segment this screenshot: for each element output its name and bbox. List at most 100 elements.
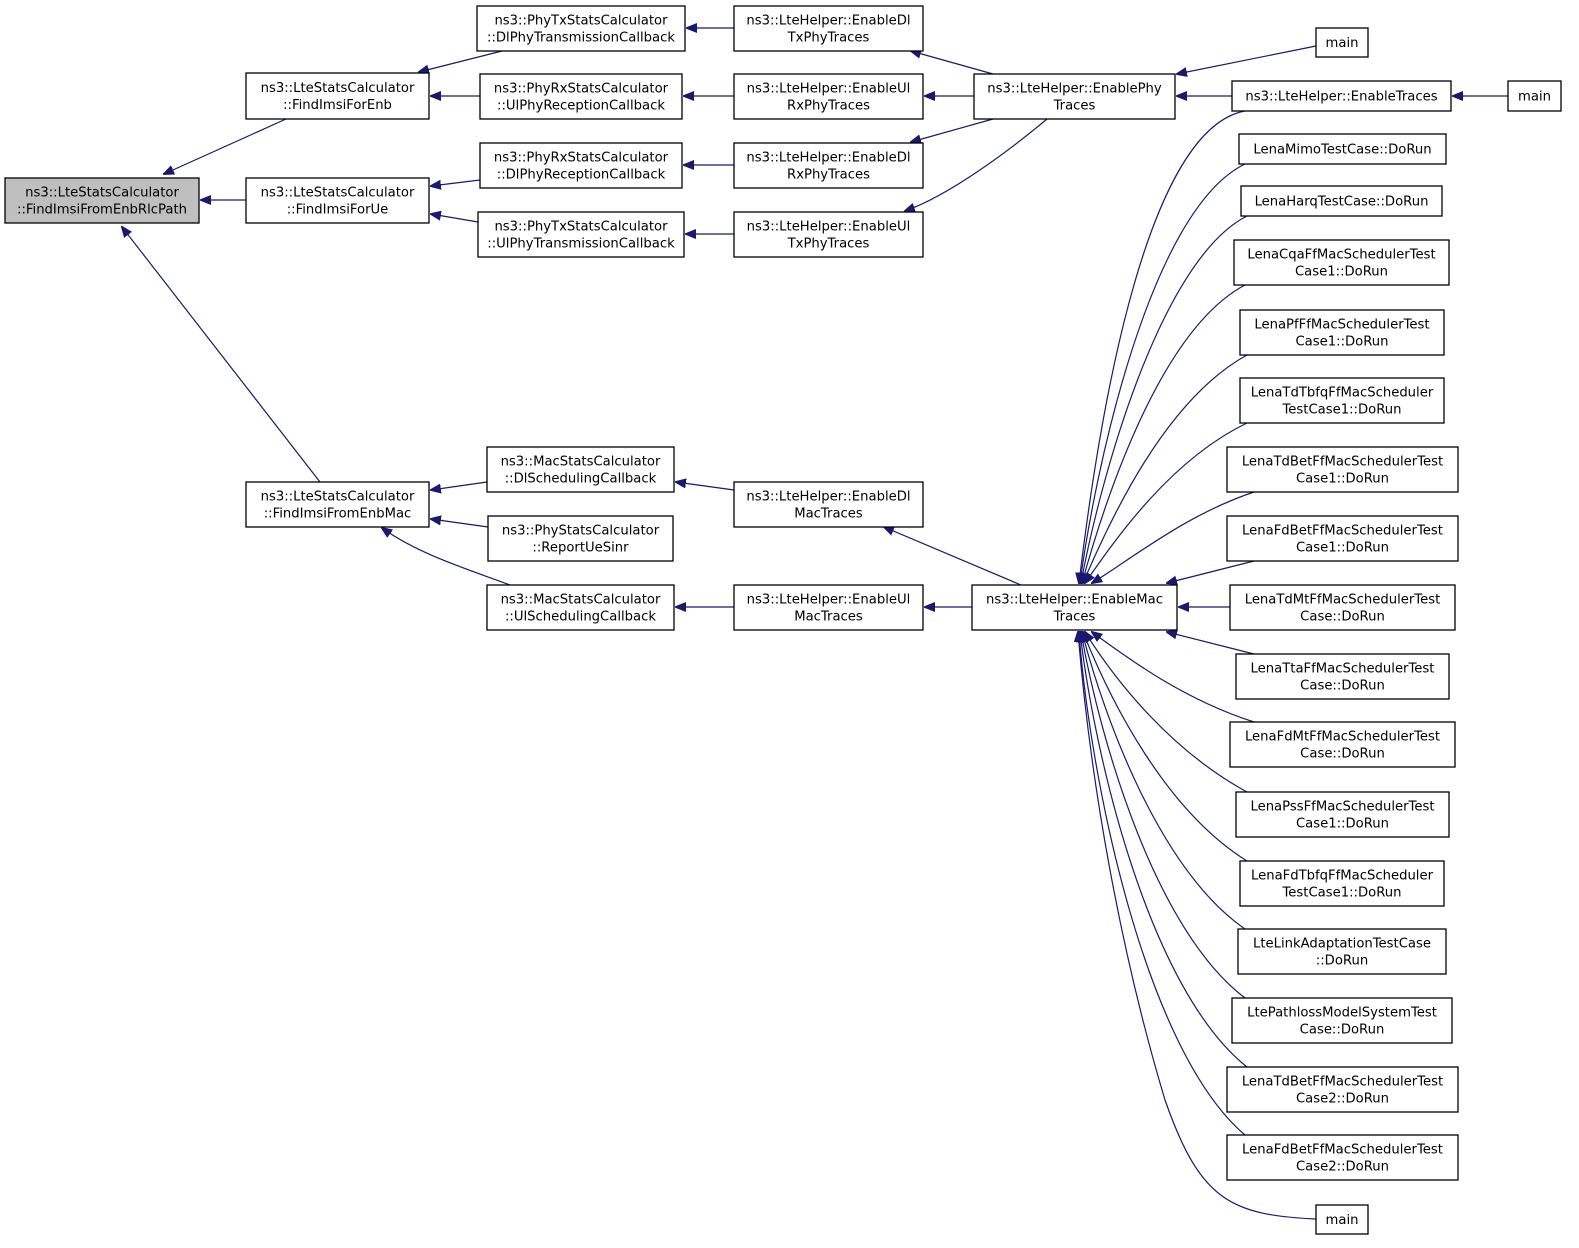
node-label-line: ns3::LteStatsCalculator <box>261 81 415 96</box>
node-lenamimo[interactable]: LenaMimoTestCase::DoRun <box>1238 133 1447 165</box>
node-label-line: TestCase1::DoRun <box>1281 403 1401 418</box>
node-ulphytransmissioncallback[interactable]: ns3::PhyTxStatsCalculator::UlPhyTransmis… <box>477 211 685 258</box>
edge-lenafdbet1-to-enablemactraces <box>1167 560 1255 583</box>
node-main-bottom[interactable]: main <box>1315 1204 1369 1235</box>
node-ltelinkadaptation[interactable]: LteLinkAdaptationTestCase::DoRun <box>1237 928 1447 975</box>
node-box <box>4 177 200 224</box>
node-label-line: ::DoRun <box>1316 954 1368 969</box>
node-label-line: TestCase1::DoRun <box>1281 886 1401 901</box>
node-ulphyreceptioncallback[interactable]: ns3::PhyRxStatsCalculator::UlPhyReceptio… <box>479 73 683 120</box>
node-label-line: ns3::PhyTxStatsCalculator <box>494 220 668 235</box>
node-label-line: LenaFdBetFfMacSchedulerTest <box>1242 1143 1443 1158</box>
node-label-line: RxPhyTraces <box>787 168 870 183</box>
node-label-line: LenaTtaFfMacSchedulerTest <box>1251 662 1435 677</box>
node-label-line: LenaTdTbfqFfMacScheduler <box>1251 386 1434 401</box>
edge-lenatdbet1-to-enablemactraces <box>1092 491 1255 583</box>
edge-enablephytraces-to-enableultxphytraces <box>905 118 1048 211</box>
edge-enablephytraces-to-enabledlrxphytraces <box>911 118 994 142</box>
node-label-line: LenaFdMtFfMacSchedulerTest <box>1245 730 1440 745</box>
edge-ulphytransmissioncallback-to-findimsiforue <box>431 214 479 223</box>
node-lenaharq[interactable]: LenaHarqTestCase::DoRun <box>1240 185 1443 217</box>
node-main-top[interactable]: main <box>1315 27 1369 58</box>
node-ulschedulingcallback[interactable]: ns3::MacStatsCalculator::UlSchedulingCal… <box>486 584 675 631</box>
node-box <box>733 73 924 120</box>
node-reportuesinr[interactable]: ns3::PhyStatsCalculator::ReportUeSinr <box>487 515 674 562</box>
node-label-line: ns3::PhyRxStatsCalculator <box>494 151 669 166</box>
node-dlphyreceptioncallback[interactable]: ns3::PhyRxStatsCalculator::DlPhyReceptio… <box>479 142 683 189</box>
node-label-line: LtePathlossModelSystemTest <box>1247 1006 1437 1021</box>
node-label-line: ::DlPhyReceptionCallback <box>497 168 666 183</box>
edge-lenafdtbfq-to-enablemactraces <box>1083 632 1248 862</box>
node-box <box>1231 997 1453 1044</box>
node-enabletraces[interactable]: ns3::LteHelper::EnableTraces <box>1231 80 1452 112</box>
edge-enablephytraces-to-enabledltxphytraces <box>911 51 994 75</box>
node-label-line: Traces <box>1053 610 1096 625</box>
node-label-line: MacTraces <box>794 610 863 625</box>
node-label-line: Traces <box>1053 99 1096 114</box>
node-label-line: main <box>1326 1213 1359 1228</box>
node-findimsiforenb[interactable]: ns3::LteStatsCalculator::FindImsiForEnb <box>245 72 430 120</box>
node-box <box>733 211 924 258</box>
node-label-line: ns3::MacStatsCalculator <box>501 593 661 608</box>
node-findimsiforue[interactable]: ns3::LteStatsCalculator::FindImsiForUe <box>245 177 430 224</box>
node-dlschedulingcallback[interactable]: ns3::MacStatsCalculator::DlSchedulingCal… <box>486 446 675 493</box>
node-label-line: ::FindImsiFromEnbRlcPath <box>17 203 187 218</box>
node-label-line: ns3::LteHelper::EnableDl <box>746 490 910 505</box>
node-label-line: LenaTdMtFfMacSchedulerTest <box>1245 593 1441 608</box>
node-findimsifromenbrlcpath[interactable]: ns3::LteStatsCalculator::FindImsiFromEnb… <box>4 177 200 224</box>
node-label-line: LteLinkAdaptationTestCase <box>1253 937 1431 952</box>
node-label-line: Case1::DoRun <box>1296 472 1389 487</box>
edge-enablemactraces-to-enabledlmactraces <box>884 527 1022 586</box>
edge-lenatdtbfq-to-enablemactraces <box>1085 422 1248 583</box>
node-box <box>733 142 924 189</box>
node-label-line: LenaPfFfMacSchedulerTest <box>1254 318 1429 333</box>
node-dlphytransmissioncallback[interactable]: ns3::PhyTxStatsCalculator::DlPhyTransmis… <box>476 5 686 52</box>
node-label-line: ns3::LteHelper::EnableTraces <box>1245 90 1437 105</box>
node-box <box>1315 27 1369 58</box>
node-label-line: Case::DoRun <box>1300 1023 1385 1038</box>
node-label-line: Case::DoRun <box>1300 610 1385 625</box>
node-label-line: LenaTdBetFfMacSchedulerTest <box>1242 455 1443 470</box>
node-main-right[interactable]: main <box>1507 80 1562 112</box>
node-label-line: Case2::DoRun <box>1296 1160 1389 1175</box>
node-label-line: Case2::DoRun <box>1296 1092 1389 1107</box>
node-box <box>1315 1204 1369 1235</box>
node-box <box>486 584 675 631</box>
node-label-line: Case1::DoRun <box>1296 817 1389 832</box>
edge-ulschedulingcallback-to-findimsifromenbmac <box>382 528 511 586</box>
node-box <box>1235 653 1450 700</box>
node-label-line: LenaCqaFfMacSchedulerTest <box>1247 248 1435 263</box>
node-label-line: ns3::LteHelper::EnableUl <box>747 82 911 97</box>
node-label-line: LenaFdTbfqFfMacScheduler <box>1251 869 1434 884</box>
node-findimsifromenbmac[interactable]: ns3::LteStatsCalculator::FindImsiFromEnb… <box>245 481 430 528</box>
node-box <box>1239 309 1445 356</box>
node-box <box>1233 239 1450 286</box>
edge-lenafdbet2-to-enablemactraces <box>1079 632 1246 1136</box>
edge-lenacqa-to-enablemactraces <box>1082 284 1246 583</box>
node-label-line: LenaFdBetFfMacSchedulerTest <box>1242 524 1443 539</box>
node-label-line: main <box>1518 90 1551 105</box>
edge-dlschedulingcallback-to-findimsifromenbmac <box>431 481 488 490</box>
edge-lenaharq-to-enablemactraces <box>1081 215 1248 583</box>
